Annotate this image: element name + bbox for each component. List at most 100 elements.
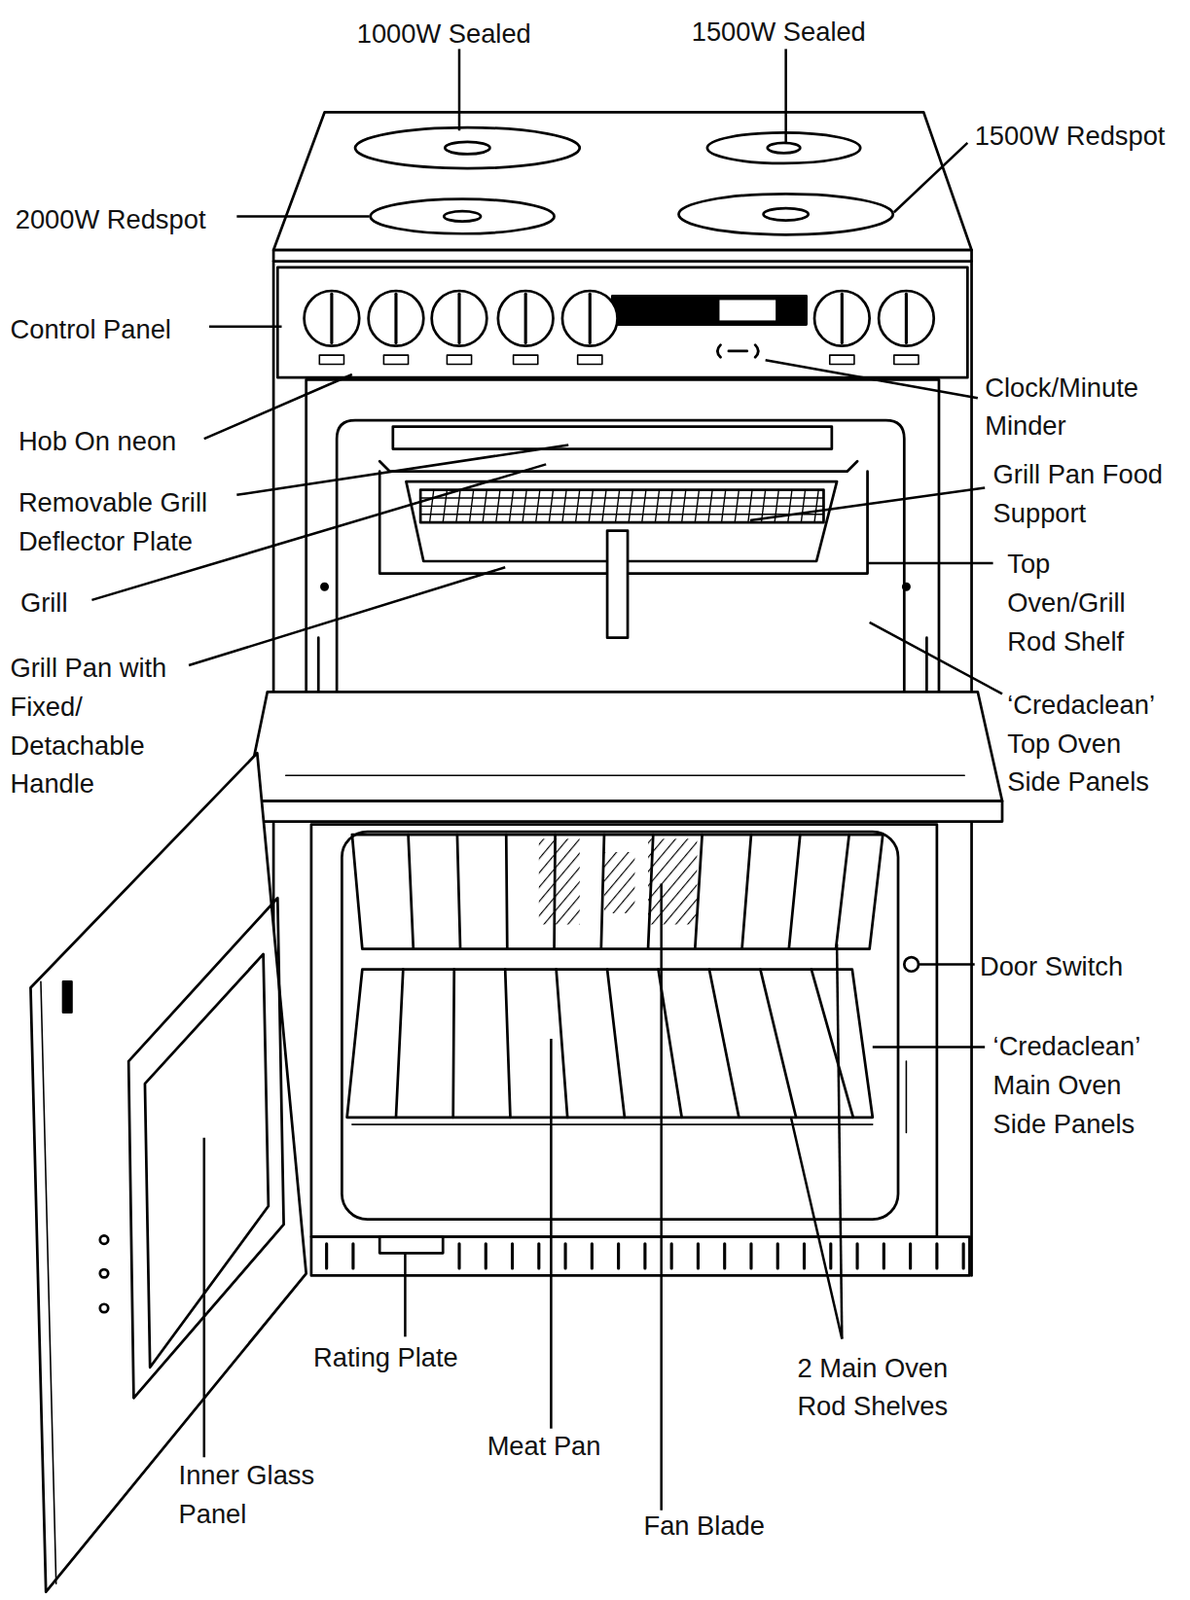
- knob-grip: [457, 293, 461, 343]
- part-label: Top Oven/Grill Rod Shelf: [1007, 544, 1160, 661]
- shelf-bars: [408, 834, 850, 950]
- shelf-bar: [694, 834, 702, 950]
- plinth-vent: [882, 1244, 886, 1269]
- part-label: Control Panel: [9, 310, 215, 350]
- hob-ring: [355, 127, 580, 169]
- hob-ring-centre: [767, 143, 801, 153]
- plinth-vent: [616, 1244, 620, 1269]
- leader-line: [209, 324, 282, 328]
- part-label: 2000W Redspot: [15, 200, 241, 240]
- display-readout: [719, 299, 776, 321]
- hob-top: [273, 111, 972, 251]
- door-stud: [100, 1269, 109, 1278]
- shelf-bar: [504, 970, 510, 1118]
- grid-wire: [420, 497, 824, 499]
- hob-ring-centre: [443, 211, 481, 221]
- plinth-vent: [351, 1244, 355, 1269]
- part-label: ‘Credaclean’ Main Oven Side Panels: [993, 1027, 1162, 1144]
- plinth-vent: [590, 1244, 594, 1269]
- knob-grip: [840, 293, 844, 343]
- top-oven-door-trim: [286, 775, 966, 778]
- plinth-vent: [564, 1244, 568, 1269]
- shelf-bar: [835, 834, 850, 950]
- control-knob: [432, 290, 488, 347]
- knob-grip: [329, 293, 333, 343]
- part-label: Meat Pan: [462, 1427, 626, 1467]
- leader-line: [791, 1117, 842, 1340]
- plinth-vent: [962, 1244, 966, 1269]
- knob-grip: [904, 293, 908, 343]
- leader-line: [188, 567, 505, 666]
- plinth-vent: [722, 1244, 726, 1269]
- leader-line: [458, 48, 462, 131]
- leader-line: [659, 884, 663, 1512]
- grill-pan-handle: [607, 531, 628, 639]
- shelf-bar: [556, 970, 569, 1118]
- shelf-bar: [601, 834, 605, 950]
- control-knobs: [304, 290, 935, 365]
- shelf-bar: [396, 970, 403, 1118]
- plinth-vent: [510, 1244, 514, 1269]
- hob-ring: [707, 132, 861, 163]
- shelf-bar: [709, 970, 739, 1118]
- leader-line: [918, 963, 975, 967]
- leader-line: [872, 1045, 985, 1049]
- plinth-vent: [855, 1244, 859, 1269]
- plinth-vent: [696, 1244, 700, 1269]
- plinth-vent: [643, 1244, 647, 1269]
- plinth-vent: [484, 1244, 488, 1269]
- knob-marking: [513, 355, 539, 364]
- top-oven-cavity: [336, 420, 904, 694]
- leader-line: [869, 622, 1003, 694]
- shelf-bars: [396, 970, 854, 1118]
- leader-line: [203, 1138, 207, 1458]
- shelf-bar: [408, 834, 414, 950]
- leader-line: [784, 48, 788, 144]
- leader-line: [236, 215, 369, 218]
- fan-blade: [539, 838, 698, 925]
- leader-line: [549, 1039, 553, 1430]
- fan-blade-hatch: [604, 852, 635, 914]
- door-hinge: [63, 981, 72, 1012]
- leader-line: [867, 562, 994, 566]
- knob-grip: [394, 293, 397, 343]
- plinth-vent: [776, 1244, 780, 1269]
- leader-line: [204, 374, 353, 439]
- main-oven-frame: [311, 825, 938, 1238]
- part-label: Fan Blade: [612, 1507, 796, 1547]
- shelf-bar: [742, 834, 752, 950]
- shelf-bar: [607, 970, 625, 1118]
- part-label: 2 Main Oven Rod Shelves: [783, 1349, 963, 1428]
- part-label: ‘Credaclean’ Top Oven Side Panels: [1007, 685, 1176, 802]
- knob-marking: [446, 355, 471, 364]
- part-label: Grill Pan Food Support: [993, 455, 1188, 534]
- side-panel-stud: [321, 583, 327, 590]
- plinth-vent: [457, 1244, 461, 1269]
- knob-marking: [894, 355, 919, 364]
- deflector-plate: [393, 427, 832, 450]
- plinth-vent: [935, 1244, 938, 1269]
- knob-marking: [319, 355, 344, 364]
- main-oven-shelf: [352, 834, 883, 950]
- plinth-vent: [749, 1244, 753, 1269]
- top-oven-frame: [306, 379, 939, 694]
- control-knob: [878, 290, 935, 347]
- part-label: 1500W Sealed: [655, 12, 902, 52]
- fan-blade-hatch: [539, 838, 580, 925]
- top-oven-door-edge: [245, 801, 1003, 823]
- knob-grip: [524, 293, 528, 343]
- hob-ring-centre: [763, 208, 809, 221]
- leader-line: [750, 487, 985, 521]
- plinth-vent: [324, 1244, 328, 1269]
- door-stud: [100, 1304, 109, 1313]
- shelf-bar: [453, 970, 455, 1118]
- side-panel-edge: [905, 1061, 908, 1133]
- part-label: Grill: [20, 583, 123, 623]
- part-label: Rating Plate: [284, 1338, 489, 1378]
- door-switch: [903, 957, 919, 973]
- top-oven-door: [245, 691, 1003, 801]
- fan-blade-hatch: [648, 838, 697, 925]
- plinth-vent: [537, 1244, 541, 1269]
- control-knob: [814, 290, 870, 347]
